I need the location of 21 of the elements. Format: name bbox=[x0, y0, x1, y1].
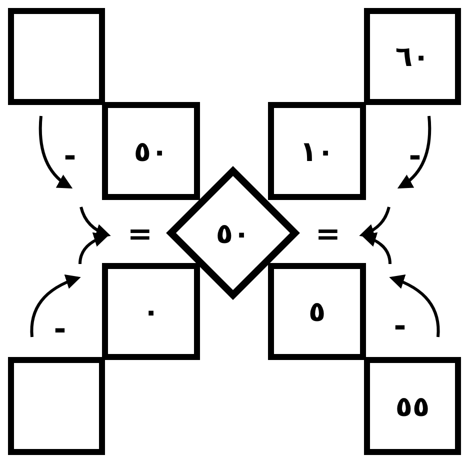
operator-sign: = bbox=[315, 220, 341, 250]
number-square bbox=[102, 102, 200, 200]
number-text: ١٠ bbox=[300, 134, 334, 168]
number-text: ٥٥ bbox=[395, 390, 430, 422]
operator-sign: - bbox=[54, 315, 66, 345]
empty-square bbox=[8, 357, 105, 455]
number-text: ٦٠ bbox=[395, 40, 430, 73]
number-square bbox=[268, 263, 366, 360]
operator-sign: - bbox=[408, 142, 422, 172]
number-text: ٥٠ bbox=[134, 134, 168, 168]
number-square bbox=[364, 357, 461, 455]
operator-sign: - bbox=[394, 312, 406, 342]
number-square bbox=[364, 8, 461, 105]
number-text: ٥ bbox=[308, 295, 326, 328]
empty-square bbox=[8, 8, 105, 105]
number-square bbox=[268, 102, 366, 200]
operator-sign: - bbox=[64, 142, 76, 172]
number-text: ٥٠ bbox=[216, 216, 250, 250]
number-square bbox=[102, 263, 200, 360]
operator-sign: = bbox=[127, 220, 153, 250]
number-text: ٠ bbox=[142, 295, 160, 328]
